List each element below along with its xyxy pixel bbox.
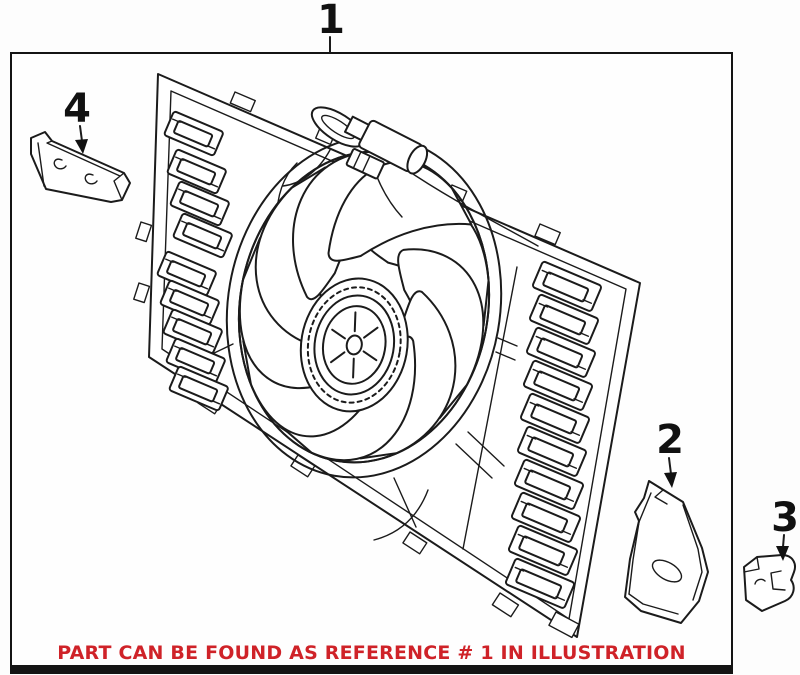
arrow-down-icon (776, 546, 789, 561)
fan-shroud-assembly (133, 73, 641, 639)
part-2-bracket (624, 480, 709, 624)
callout-2: 2 (656, 417, 684, 488)
callout-3: 3 (771, 495, 799, 561)
callout-2-leader-line (668, 457, 672, 475)
fan-hub (290, 270, 418, 420)
callout-4-label: 4 (63, 86, 91, 132)
arrow-down-icon (75, 139, 88, 154)
callout-3-label: 3 (771, 495, 799, 541)
callout-1: 1 (317, 0, 345, 53)
fan-wiring-connector (282, 106, 539, 247)
callout-1-label: 1 (317, 0, 345, 43)
reference-note: PART CAN BE FOUND AS REFERENCE # 1 IN IL… (57, 642, 686, 664)
callout-4: 4 (63, 86, 91, 154)
callout-2-label: 2 (656, 417, 684, 463)
arrow-down-icon (664, 472, 677, 488)
part-4-cover (30, 131, 131, 203)
part-3-clip (743, 554, 796, 612)
callout-3-leader-line (782, 534, 785, 548)
hub-spokes (325, 309, 384, 381)
callout-4-leader-line (79, 125, 83, 142)
